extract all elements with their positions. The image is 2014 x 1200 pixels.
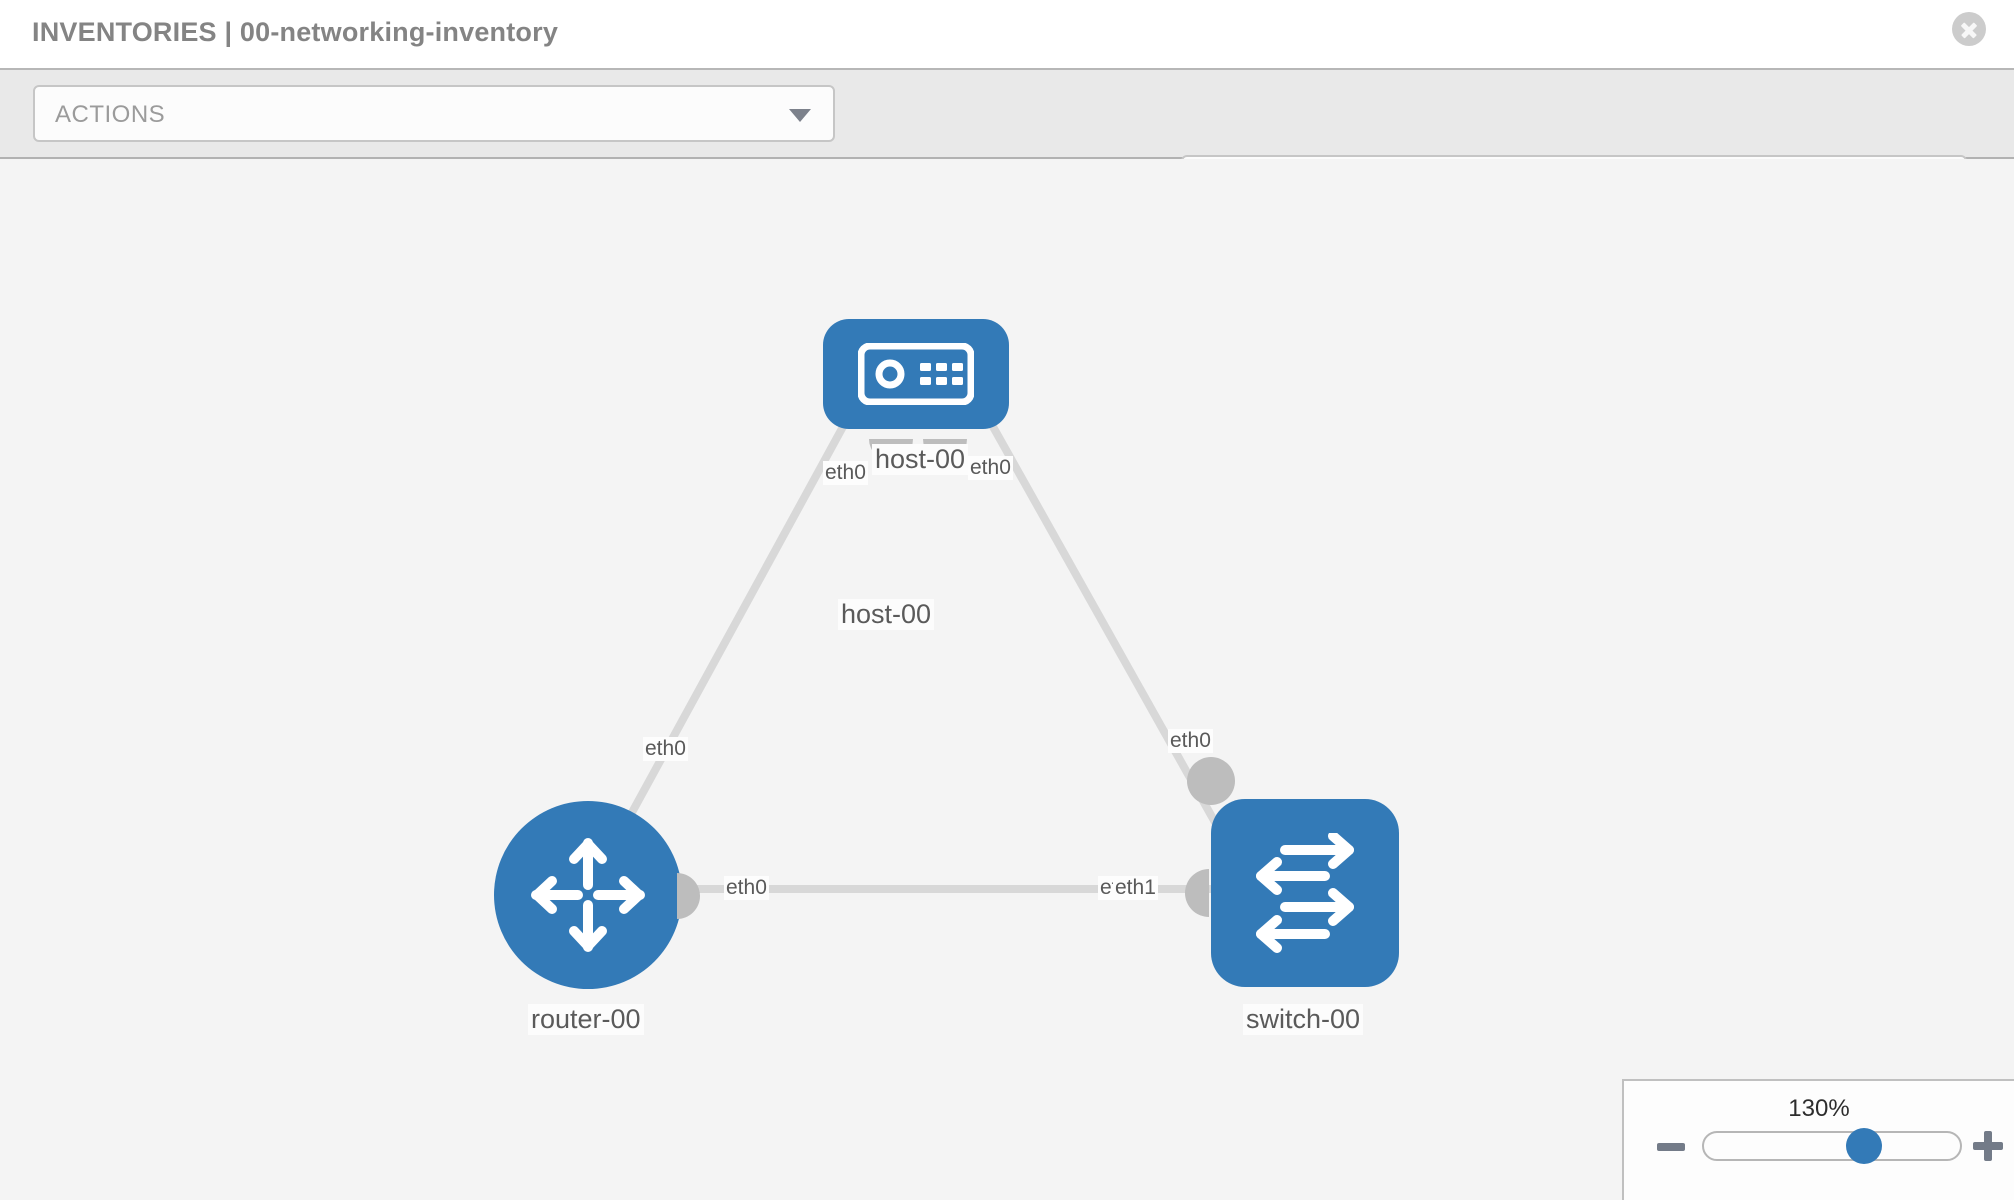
- zoom-control-panel: 130%: [1622, 1079, 2014, 1200]
- actions-dropdown-label: ACTIONS: [55, 101, 166, 128]
- topology-links: [608, 357, 1235, 893]
- router-node-shape: [494, 801, 682, 989]
- port-switch-top-left[interactable]: [1187, 757, 1235, 805]
- node-host-00[interactable]: host-00: [823, 319, 1009, 630]
- edge-label-switch-left-eth1: eth1: [1113, 876, 1158, 900]
- zoom-slider-track[interactable]: [1702, 1131, 1962, 1161]
- node-switch-00[interactable]: [1185, 757, 1399, 987]
- actions-dropdown[interactable]: ACTIONS: [33, 85, 835, 142]
- edge-label-host-eth0-left: eth0: [823, 461, 868, 485]
- host-node-shape: [823, 319, 1009, 429]
- node-label-router-00: router-00: [528, 1004, 644, 1035]
- edge-label-host-eth0-right: eth0: [968, 456, 1013, 480]
- edge-label-router-right-eth0: eth0: [724, 876, 769, 900]
- node-label-host-00-display: host-00: [872, 444, 969, 475]
- link-host-switch[interactable]: [951, 357, 1234, 851]
- close-icon[interactable]: [1952, 12, 1986, 46]
- toolbar: ACTIONS SEARCH: [0, 70, 2014, 212]
- page-title: INVENTORIES | 00-networking-inventory: [32, 17, 559, 47]
- zoom-out-button[interactable]: [1657, 1143, 1685, 1151]
- chevron-down-icon: [789, 109, 811, 122]
- page-header: INVENTORIES | 00-networking-inventory: [0, 0, 2014, 70]
- zoom-percent-label: 130%: [1788, 1095, 1850, 1122]
- edge-label-switch-up-eth0: eth0: [1168, 729, 1213, 753]
- switch-node-shape: [1211, 799, 1399, 987]
- zoom-slider-thumb[interactable]: [1846, 1128, 1882, 1164]
- zoom-in-button[interactable]: [1973, 1131, 2003, 1161]
- topology-canvas[interactable]: host-00 host-00 eth0 eth0 router-00 eth0…: [0, 159, 2014, 1200]
- server-icon: [858, 343, 974, 405]
- node-label-switch-00: switch-00: [1243, 1004, 1364, 1035]
- port-router-right[interactable]: [677, 873, 700, 919]
- router-arrows-icon: [531, 838, 645, 952]
- node-router-00[interactable]: [494, 801, 700, 989]
- switch-arrows-icon: [1256, 833, 1354, 953]
- edge-label-router-up-eth0: eth0: [643, 737, 688, 761]
- node-label-host-00: host-00: [838, 599, 935, 630]
- link-host-router[interactable]: [608, 357, 884, 851]
